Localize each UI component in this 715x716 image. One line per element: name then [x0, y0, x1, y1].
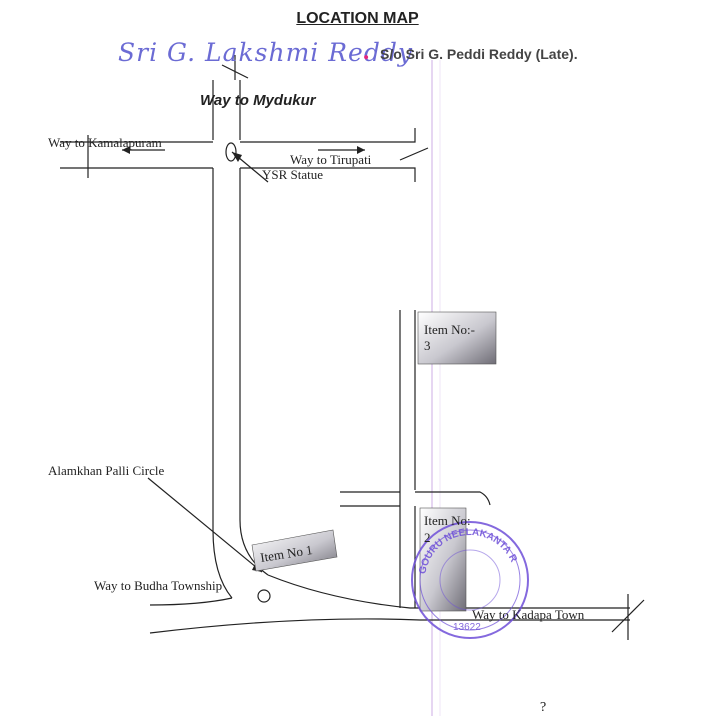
road-edge: [149, 597, 233, 606]
label-ysr-statue: YSR Statue: [262, 167, 324, 182]
road-edge: [415, 491, 491, 506]
item-3-label: Item No:- 3: [424, 322, 475, 353]
road-edge: [240, 128, 416, 143]
label-mydukur: Way to Mydukur: [200, 92, 316, 109]
label-budha: Way to Budha Township: [94, 578, 223, 593]
road-edge: [240, 167, 416, 182]
road-edge: [267, 574, 630, 609]
label-kamalapuram: Way to Kamalapuram: [48, 135, 162, 150]
svg-text:13622: 13622: [453, 622, 481, 633]
ysr-pointer-head: [232, 152, 242, 162]
label-alamkhan: Alamkhan Palli Circle: [48, 463, 165, 478]
alamkhan-pointer: [147, 477, 263, 573]
owner-name: Sri G. Lakshmi Reddy: [118, 38, 413, 67]
page-title: LOCATION MAP: [296, 10, 419, 27]
label-tirupati: Way to Tirupati: [290, 152, 372, 167]
item-3-plot: [417, 311, 497, 365]
circle-marker: [257, 589, 271, 603]
item-2-label: Item No: 2: [424, 513, 471, 545]
arrow-head: [357, 146, 365, 154]
road-edge: [239, 168, 269, 576]
road-edge: [212, 168, 233, 599]
item-1-plot: [251, 529, 338, 572]
ysr-statue-marker: [225, 142, 237, 162]
father-name: S/o Sri G. Peddi Reddy (Late).: [380, 46, 578, 62]
owner-dot: .: [363, 38, 370, 65]
road-end-mark: [399, 147, 429, 161]
road-edge: [149, 618, 630, 634]
page-mark: ?: [540, 700, 547, 715]
arrow-head: [122, 146, 130, 154]
label-kadapa: Way to Kadapa Town: [472, 607, 585, 622]
